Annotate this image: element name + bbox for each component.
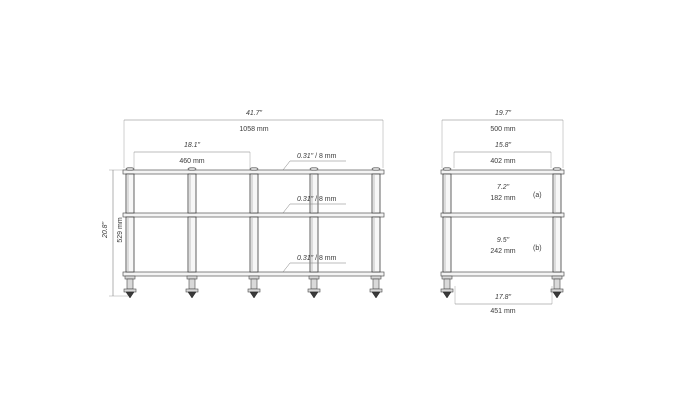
gap-a-tag: (a) (533, 192, 542, 199)
overall-width-dimension: 41.7" 1058 mm (123, 110, 384, 168)
side-shelf-middle (440, 212, 565, 218)
shelf-thickness-inch: 0.31" (297, 153, 314, 160)
shelf-thickness-callout-middle: 0.31" / 8 mm (282, 196, 346, 214)
overall-width-inch: 41.7" (246, 110, 263, 117)
bay-width-mm: 460 mm (179, 158, 204, 165)
foot-span-dimension: 17.8" 451 mm (454, 286, 553, 315)
foot-span-inch: 17.8" (495, 294, 512, 301)
shelf-thickness-inch: 0.31" (297, 196, 314, 203)
height-inch: 20.8" (102, 221, 109, 239)
inner-depth-dimension: 15.8" 402 mm (453, 142, 552, 168)
bay-width-dimension: 18.1" 460 mm (133, 142, 251, 170)
side-pillar-column (550, 167, 564, 299)
bay-width-inch: 18.1" (184, 142, 201, 149)
gap-b-inch: 9.5" (497, 237, 510, 244)
gap-a-mm: 182 mm (490, 195, 515, 202)
shelf-thickness-mm: / 8 mm (315, 255, 337, 262)
inner-depth-mm: 402 mm (490, 158, 515, 165)
overall-depth-mm: 500 mm (490, 126, 515, 133)
inner-depth-inch: 15.8" (495, 142, 512, 149)
side-shelf-bottom (440, 271, 565, 277)
gap-b-mm: 242 mm (490, 248, 515, 255)
svg-text:0.31" / 8 mm: 0.31" / 8 mm (297, 153, 337, 160)
gap-a-dimension: 7.2" 182 mm (a) (490, 184, 541, 202)
height-dimension: 20.8" 529 mm (102, 169, 128, 297)
front-shelf-middle (122, 212, 385, 218)
side-pillars (440, 167, 564, 299)
shelf-thickness-mm: / 8 mm (315, 153, 337, 160)
shelf-thickness-callout-top: 0.31" / 8 mm (282, 153, 346, 171)
front-shelf-bottom (122, 271, 385, 277)
svg-text:0.31" / 8 mm: 0.31" / 8 mm (297, 196, 337, 203)
gap-a-inch: 7.2" (497, 184, 510, 191)
overall-depth-dimension: 19.7" 500 mm (441, 110, 564, 168)
shelf-thickness-mm: / 8 mm (315, 196, 337, 203)
front-pillar-column (247, 167, 261, 299)
front-pillar-column (369, 167, 383, 299)
front-pillars (123, 167, 383, 299)
side-shelf-top (440, 169, 565, 175)
side-view: 19.7" 500 mm 15.8" 402 mm (440, 110, 565, 315)
front-view: 41.7" 1058 mm 18.1" 460 mm 20.8" 529 mm (102, 110, 385, 299)
shelf-thickness-inch: 0.31" (297, 255, 314, 262)
foot-span-mm: 451 mm (490, 308, 515, 315)
svg-text:0.31" / 8 mm: 0.31" / 8 mm (297, 255, 337, 262)
height-mm: 529 mm (117, 217, 124, 242)
gap-b-dimension: 9.5" 242 mm (b) (490, 237, 541, 255)
front-pillar-column (123, 167, 137, 299)
overall-depth-inch: 19.7" (495, 110, 512, 117)
front-pillar-column (185, 167, 199, 299)
side-pillar-column (440, 167, 454, 299)
overall-width-mm: 1058 mm (239, 126, 268, 133)
front-pillar-column (307, 167, 321, 299)
shelf-thickness-callout-bottom: 0.31" / 8 mm (282, 255, 346, 273)
gap-b-tag: (b) (533, 245, 542, 252)
